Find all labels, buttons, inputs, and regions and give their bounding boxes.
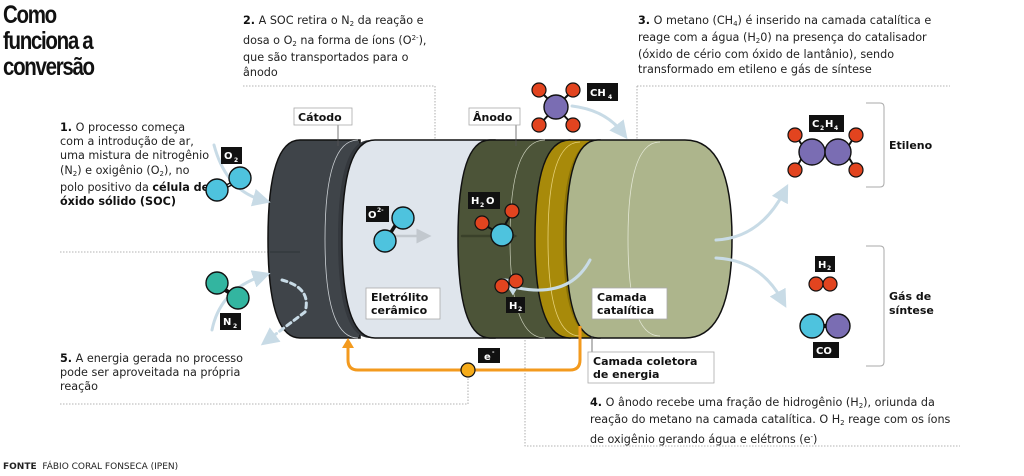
svg-text:4: 4 — [608, 94, 612, 101]
carbon-monoxide-tag — [813, 342, 839, 358]
svg-text:2: 2 — [233, 323, 237, 330]
step-4-text: 4. O ânodo recebe uma fração de hidrogên… — [590, 396, 951, 447]
hydrogen-output-tag — [815, 256, 835, 272]
electron-arrowhead-icon — [342, 338, 354, 348]
collector-label-1: Camada coletora — [593, 355, 697, 368]
methane-molecule-icon: CH 4 — [531, 82, 618, 133]
n2-tag — [220, 313, 241, 330]
svg-text:-: - — [492, 349, 495, 356]
collector-label-box — [587, 351, 715, 384]
electron-particle-icon — [460, 362, 476, 378]
step-5-text: 5. A energia gerada no processo pode ser… — [60, 352, 243, 394]
carbon-monoxide-icon: CO — [799, 313, 851, 358]
leader-step4 — [524, 340, 960, 447]
collector-label-2: de energia — [593, 368, 659, 381]
step-2-text: 2. A SOC retira o N2 da reação e dosa o … — [243, 14, 427, 79]
ethylene-label: Etileno — [889, 139, 933, 152]
syngas-label-1: Gás de — [889, 290, 931, 303]
water-molecule-icon: H 2 O — [468, 192, 520, 247]
layer-labels: Cátodo Ânodo Eletrólito cerâmico Camada … — [293, 107, 715, 384]
electron-circuit: e - — [342, 326, 582, 378]
svg-text:O: O — [224, 151, 233, 162]
anode-label: Ânodo — [473, 111, 513, 124]
svg-text:CH: CH — [590, 88, 606, 99]
ethylene-outflow-arrow — [714, 184, 789, 242]
svg-text:2-: 2- — [377, 207, 384, 214]
source-credit: FONTE FÁBIO CORAL FONSECA (IPEN) — [3, 462, 179, 472]
electron-tag — [478, 348, 500, 363]
syngas-outflow-arrow — [714, 256, 787, 308]
cathode-label-box — [293, 107, 353, 126]
svg-text:H: H — [471, 196, 479, 207]
catalytic-label-box — [591, 287, 668, 320]
leader-step5 — [60, 372, 469, 405]
oxygen-ion-tag — [366, 206, 389, 222]
svg-text:2: 2 — [827, 265, 831, 272]
svg-text:2: 2 — [518, 306, 522, 313]
hydrogen-anode-tag — [506, 297, 525, 313]
step-1-text: 1. O processo começa com a introdução de… — [60, 121, 210, 209]
svg-text:2: 2 — [480, 202, 484, 209]
methane-tag — [587, 83, 618, 101]
o2-tag — [221, 147, 242, 164]
step-3-text: 3. O metano (CH4) é inserido na camada c… — [638, 14, 932, 76]
svg-text:H: H — [818, 260, 826, 271]
cathode-label: Cátodo — [298, 111, 342, 124]
svg-text:CO: CO — [816, 346, 832, 357]
o2-molecule-icon: O 2 — [205, 147, 252, 202]
product-brackets — [866, 102, 885, 367]
page-title: Como funciona a conversão — [3, 1, 95, 81]
syngas-label-2: síntese — [889, 304, 934, 317]
ch4-inflow-arrow — [570, 104, 628, 140]
electrolyte-label-2: cerâmico — [371, 304, 428, 317]
ethylene-tag — [809, 115, 844, 132]
ethylene-molecule-icon: C 2 H 4 — [787, 115, 864, 178]
hydrogen-anode-icon: H 2 — [494, 273, 525, 313]
catalytic-label-1: Camada — [597, 291, 647, 304]
svg-text:e: e — [484, 352, 491, 363]
catalytic-label-2: catalítica — [597, 304, 654, 317]
water-tag — [468, 192, 500, 209]
svg-text:2: 2 — [234, 157, 238, 164]
n2-molecule-icon: N 2 — [205, 271, 250, 330]
svg-text:N: N — [223, 317, 231, 328]
electrolyte-label-box — [365, 287, 441, 320]
anode-label-box — [468, 107, 521, 126]
svg-text:O: O — [486, 196, 495, 207]
svg-text:2: 2 — [820, 125, 824, 132]
svg-text:H: H — [509, 301, 517, 312]
h2-to-anode-arrow — [502, 258, 592, 296]
svg-text:4: 4 — [834, 125, 838, 132]
svg-text:H: H — [825, 119, 833, 130]
svg-text:C: C — [812, 119, 819, 130]
hydrogen-output-icon: H 2 — [808, 256, 838, 292]
syngas-bracket — [866, 245, 885, 367]
oxygen-ion-icon: O 2- — [366, 206, 415, 253]
ethylene-bracket — [866, 102, 885, 188]
n2-outflow-arrow — [260, 278, 308, 346]
electrolyte-label-1: Eletrólito — [371, 291, 429, 304]
svg-text:O: O — [368, 210, 377, 221]
